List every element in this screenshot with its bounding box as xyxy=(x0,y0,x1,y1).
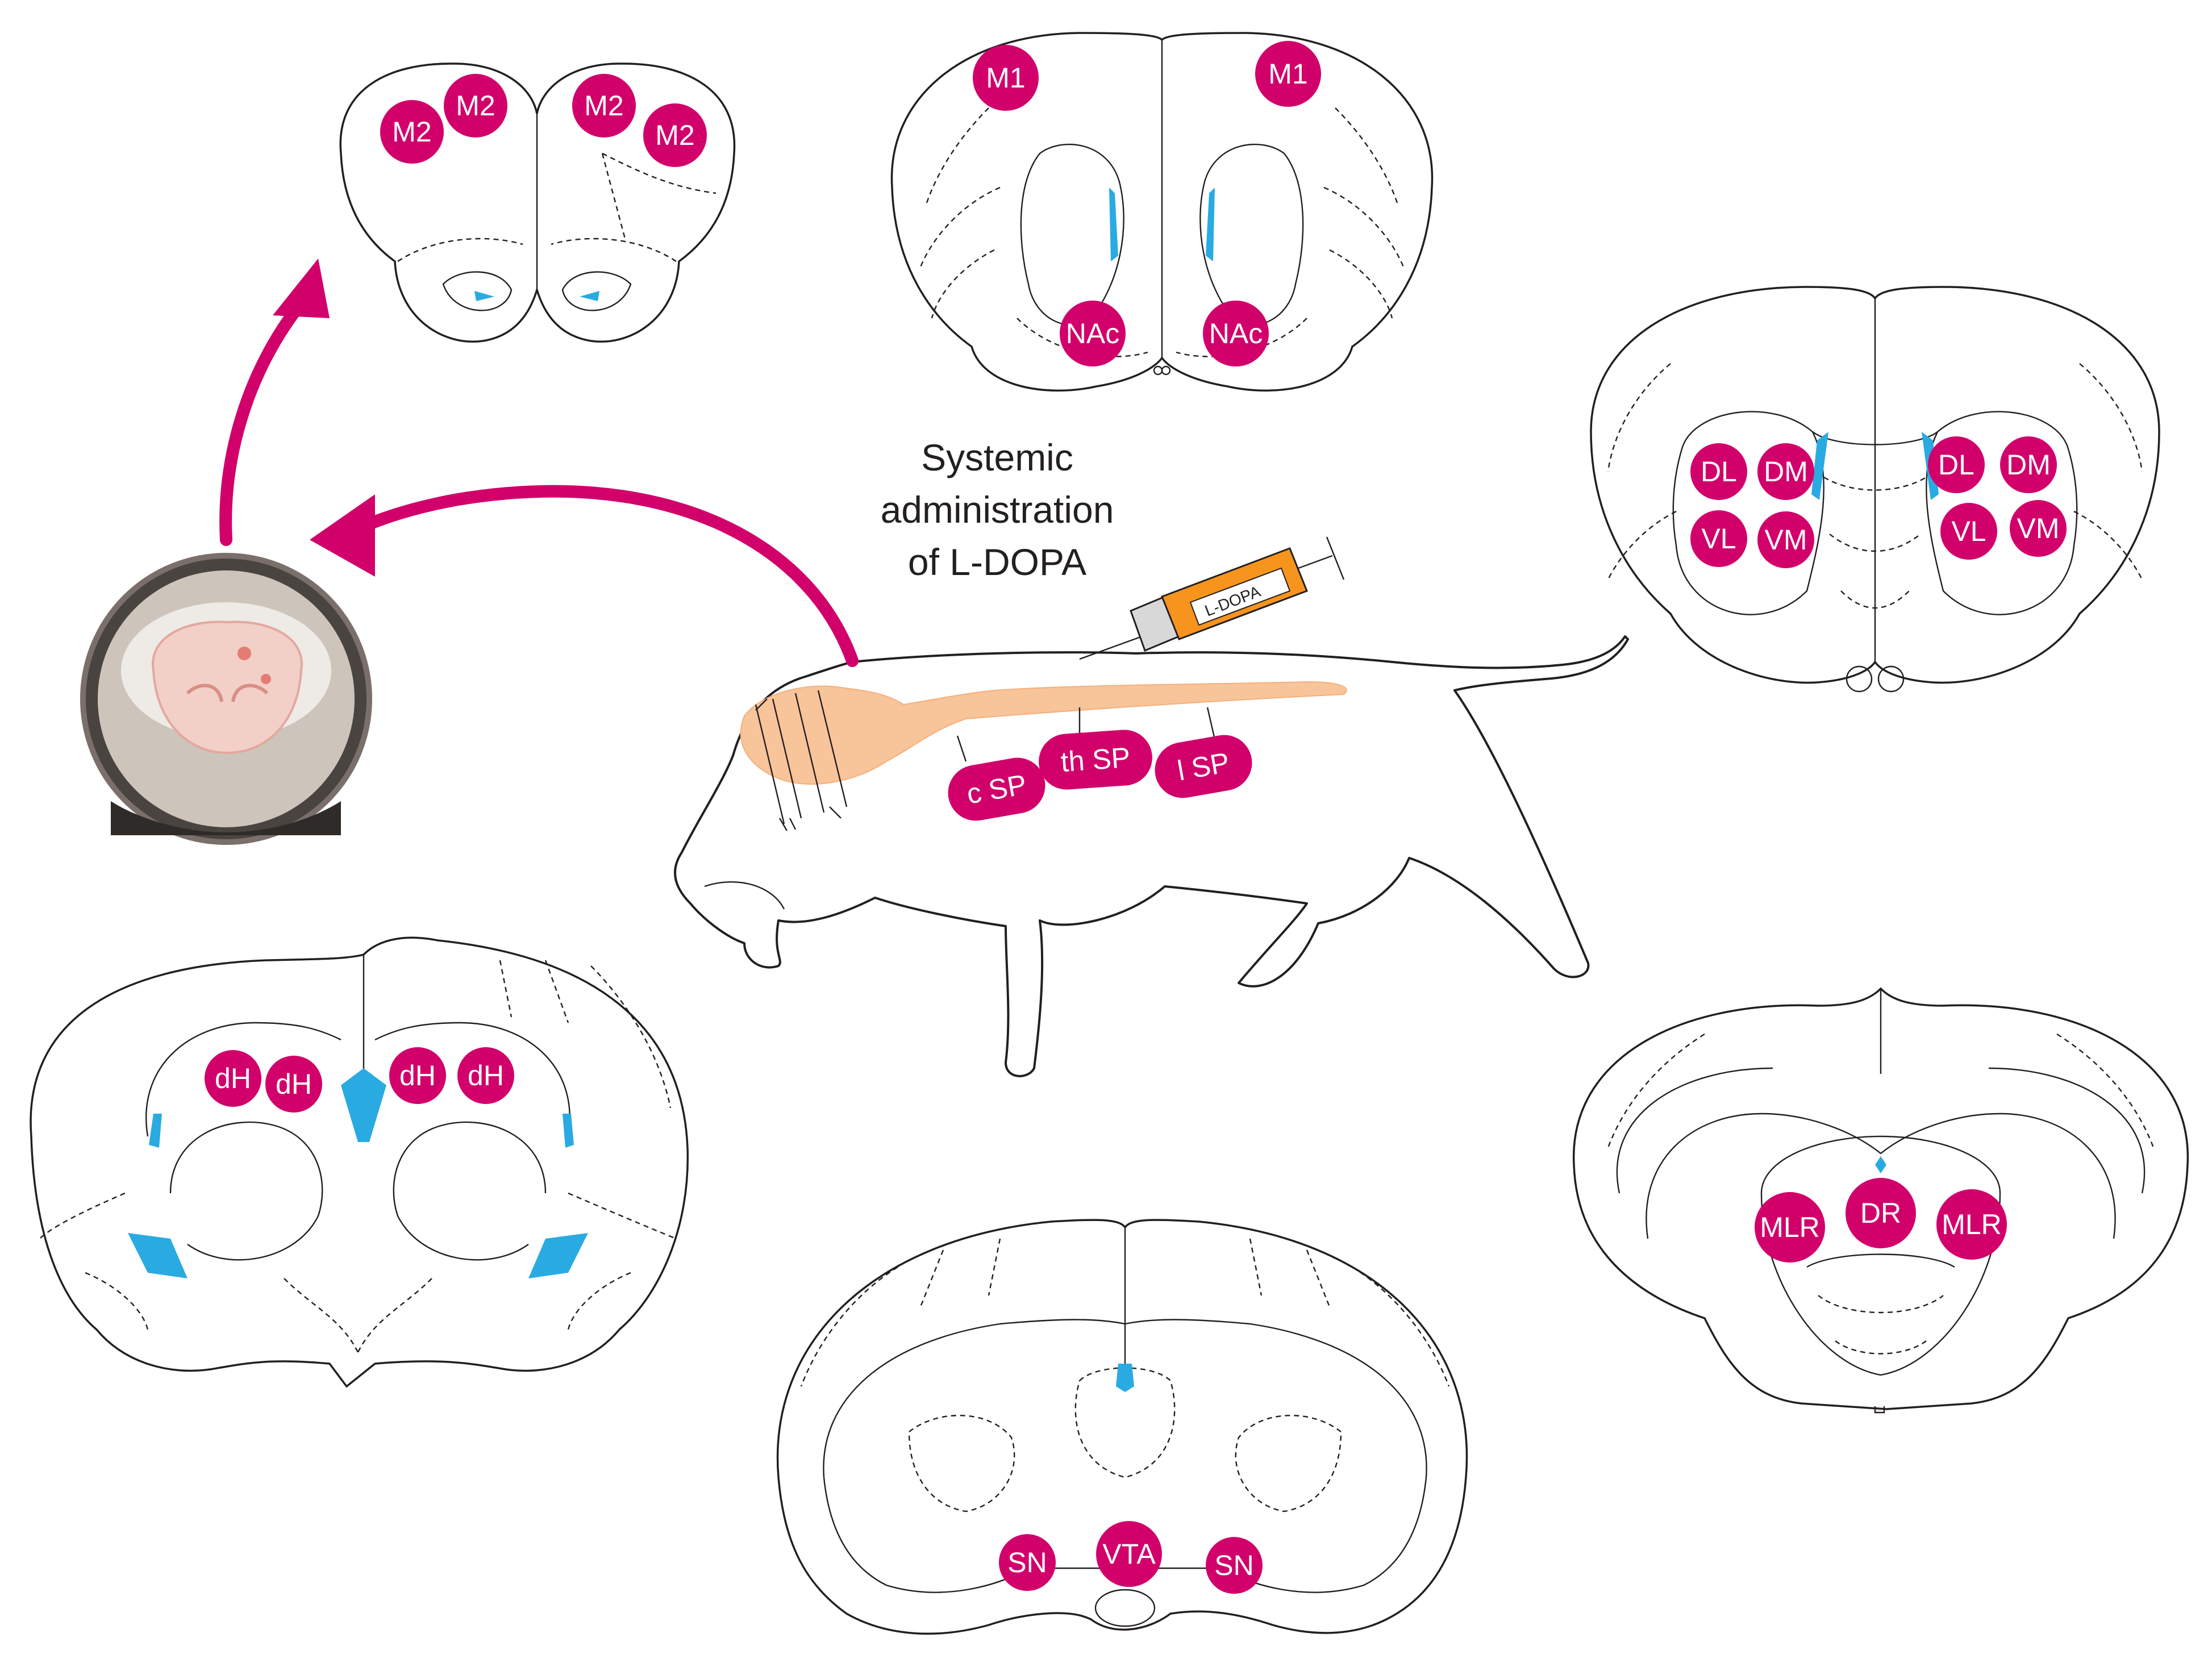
syringe-icon: L-DOPA xyxy=(1079,536,1345,660)
m2-region xyxy=(572,74,636,138)
vl-region xyxy=(1690,510,1747,567)
region-label: VL xyxy=(1951,515,1986,547)
thoracic-spinal-cord-region xyxy=(1039,730,1152,790)
nac-region xyxy=(1060,301,1126,366)
region-label: MLR xyxy=(1942,1209,2002,1240)
region-label: VM xyxy=(2017,513,2060,544)
dl-region xyxy=(1928,436,1985,493)
hippocampus-section: dH dH dH dH xyxy=(30,936,689,1388)
arrow-head xyxy=(310,494,375,577)
m2-region xyxy=(444,74,507,138)
dh-region xyxy=(265,1056,322,1113)
region-label: DL xyxy=(1701,456,1737,488)
region-label: M2 xyxy=(456,90,495,122)
dh-region xyxy=(457,1047,514,1104)
region-label: VL xyxy=(1701,523,1736,555)
dl-region xyxy=(1690,443,1747,500)
m1-region xyxy=(973,45,1039,111)
region-label: DL xyxy=(1938,449,1974,481)
region-label: NAc xyxy=(1209,318,1263,349)
dh-region xyxy=(205,1050,261,1107)
region-label: MLR xyxy=(1760,1211,1820,1243)
region-label: NAc xyxy=(1066,318,1119,349)
accumbens-section: M1 M1 NAc NAc xyxy=(890,32,1434,392)
nac-region xyxy=(1203,301,1269,366)
m1-region xyxy=(1255,41,1321,107)
midbrain-section: SN VTA SN xyxy=(776,1219,1468,1635)
region-label: M2 xyxy=(655,119,694,151)
region-label: dH xyxy=(399,1060,436,1091)
region-label: M2 xyxy=(392,116,431,148)
brain-photo xyxy=(80,553,372,845)
sn-region xyxy=(999,1534,1056,1591)
region-label: SN xyxy=(1214,1549,1253,1581)
dm-region xyxy=(1757,443,1814,500)
striatum-section: DL DM VL VM DL DM VL VM xyxy=(1590,286,2160,693)
region-label: DM xyxy=(2006,449,2051,481)
region-label: SN xyxy=(1007,1547,1047,1578)
vm-region xyxy=(2010,500,2067,557)
vta-region xyxy=(1096,1521,1162,1587)
region-label: dH xyxy=(215,1063,251,1094)
cervical-spinal-cord-region xyxy=(948,757,1045,821)
vm-region xyxy=(1757,511,1814,568)
prefrontal-section: M2 M2 M2 M2 xyxy=(339,63,736,343)
region-label: th SP xyxy=(1060,741,1131,778)
brainstem-section: MLR DR MLR xyxy=(1573,987,2189,1414)
region-label: DM xyxy=(1764,456,1808,488)
caption-line: Systemic xyxy=(921,436,1073,478)
region-label: dH xyxy=(468,1060,504,1091)
region-label: VM xyxy=(1765,524,1807,556)
sn-region xyxy=(1206,1537,1263,1594)
caption-line: administration xyxy=(881,489,1114,531)
region-label: dH xyxy=(276,1068,312,1100)
caption-line: of L-DOPA xyxy=(908,541,1086,583)
mlr-region xyxy=(1755,1192,1825,1263)
caption: Systemic administration of L-DOPA xyxy=(881,436,1114,583)
m2-region xyxy=(380,100,444,164)
spinal-cord-labels: c SP th SP l SP xyxy=(948,730,1252,821)
region-label: M1 xyxy=(986,62,1025,94)
region-label: VTA xyxy=(1102,1538,1156,1570)
m2-region xyxy=(643,103,707,167)
dh-region xyxy=(389,1047,446,1104)
lumbar-spinal-cord-region xyxy=(1155,735,1252,798)
dr-region xyxy=(1846,1178,1916,1248)
region-label: M1 xyxy=(1268,58,1307,90)
mlr-region xyxy=(1936,1189,2007,1260)
vl-region xyxy=(1940,503,1997,560)
curved-arrow xyxy=(219,301,305,546)
rat-illustration xyxy=(674,635,1629,1077)
region-label: M2 xyxy=(584,90,623,122)
curved-arrow xyxy=(340,485,859,667)
dm-region xyxy=(2000,436,2057,493)
region-label: DR xyxy=(1860,1197,1901,1229)
arrow-head xyxy=(273,259,330,318)
